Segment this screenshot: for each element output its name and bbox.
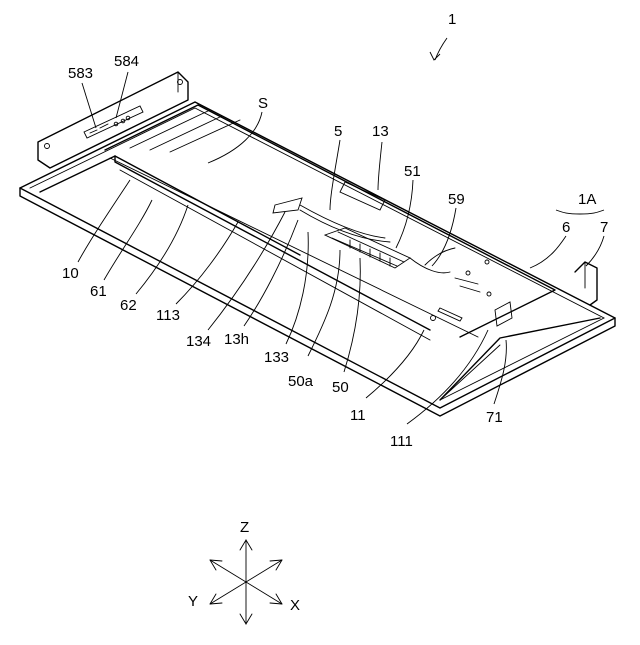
- label-6: 6: [562, 219, 570, 236]
- label-584: 584: [114, 53, 139, 70]
- label-5: 5: [334, 123, 342, 140]
- label-62: 62: [120, 297, 137, 314]
- leader-50: [344, 258, 360, 372]
- label-11: 11: [350, 407, 366, 424]
- label-134: 134: [186, 333, 211, 350]
- leader-51: [396, 180, 413, 248]
- label-133: 133: [264, 349, 289, 366]
- leader-13: [378, 142, 382, 190]
- label-61: 61: [90, 283, 107, 300]
- connector-583-584: [84, 106, 143, 138]
- leader-6: [530, 236, 566, 268]
- leader-61: [104, 200, 152, 280]
- leader-134: [208, 212, 285, 330]
- label-1A: 1A: [578, 191, 596, 208]
- label-59: 59: [448, 191, 465, 208]
- leader-S: [208, 112, 262, 163]
- axis-label-x: X: [290, 597, 300, 614]
- label-51: 51: [404, 163, 421, 180]
- label-7: 7: [600, 219, 608, 236]
- axis-label-z: Z: [240, 519, 249, 536]
- label-S: S: [258, 95, 268, 112]
- reference-labels: 1 583 584 S 5 13 51 59 1A 6 7 10 61 62 1…: [62, 11, 608, 450]
- label-13h: 13h: [224, 331, 249, 348]
- bracket-1A: [556, 210, 604, 214]
- terminal-block: [273, 198, 480, 292]
- leader-113: [176, 222, 238, 304]
- label-113: 113: [156, 307, 180, 324]
- fixture-body: [20, 72, 615, 416]
- leader-lines: [78, 38, 604, 424]
- leader-7: [586, 236, 604, 266]
- label-50a: 50a: [288, 373, 314, 390]
- label-13: 13: [372, 123, 389, 140]
- label-583: 583: [68, 65, 93, 82]
- label-1: 1: [448, 11, 456, 28]
- label-10: 10: [62, 265, 79, 282]
- leader-111: [407, 330, 488, 424]
- leader-11: [366, 330, 424, 398]
- label-111: 111: [390, 433, 413, 450]
- label-71: 71: [486, 409, 503, 426]
- axis-indicator: Z Y X: [188, 519, 300, 624]
- axis-label-y: Y: [188, 593, 198, 610]
- leader-5: [330, 140, 340, 210]
- leader-50a: [308, 250, 340, 356]
- leader-583: [82, 83, 96, 128]
- leader-584: [116, 72, 128, 118]
- label-50: 50: [332, 379, 349, 396]
